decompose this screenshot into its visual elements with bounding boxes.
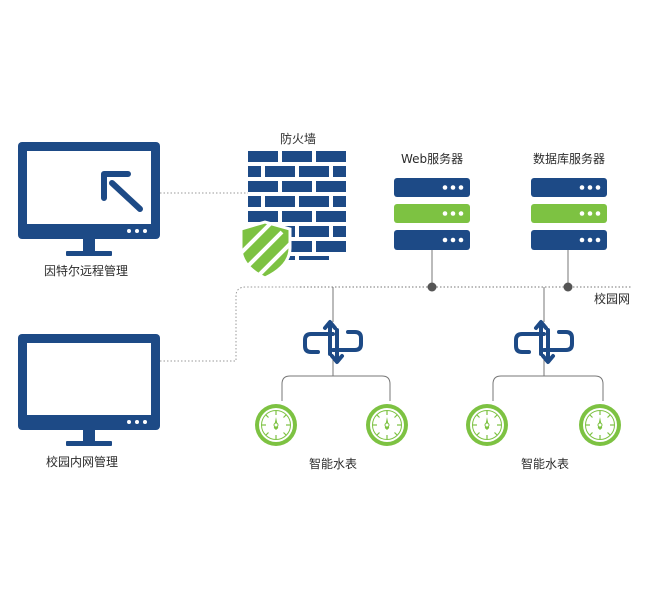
label-firewall: 防火墙 xyxy=(280,132,317,146)
label-meters-left: 智能水表 xyxy=(309,457,358,471)
water-meter-icon xyxy=(578,403,622,447)
network-switch-icon xyxy=(303,320,363,364)
junction-dot-db xyxy=(563,282,573,292)
link-switch-right-meters xyxy=(492,360,604,401)
monitor-icon xyxy=(18,334,160,446)
server-rack-icon xyxy=(394,178,470,250)
junction-dot-web xyxy=(427,282,437,292)
server-rack-icon xyxy=(531,178,607,250)
water-meter-icon xyxy=(365,403,409,447)
label-meters-right: 智能水表 xyxy=(521,457,570,471)
label-campus-internal: 校园内网管理 xyxy=(46,455,119,469)
label-intel-remote: 因特尔远程管理 xyxy=(44,264,129,278)
water-meter-icon xyxy=(254,403,298,447)
label-web-server: Web服务器 xyxy=(401,152,464,166)
link-internal-to-backbone xyxy=(160,286,300,362)
link-switch-left-meters xyxy=(281,360,391,401)
cursor-arrow-icon xyxy=(101,171,143,212)
water-meter-icon xyxy=(465,403,509,447)
network-switch-icon xyxy=(514,320,574,364)
label-campus-network: 校园网 xyxy=(594,292,631,306)
connection-lines xyxy=(160,192,632,401)
monitor-icon xyxy=(18,142,160,256)
label-db-server: 数据库服务器 xyxy=(533,152,606,166)
